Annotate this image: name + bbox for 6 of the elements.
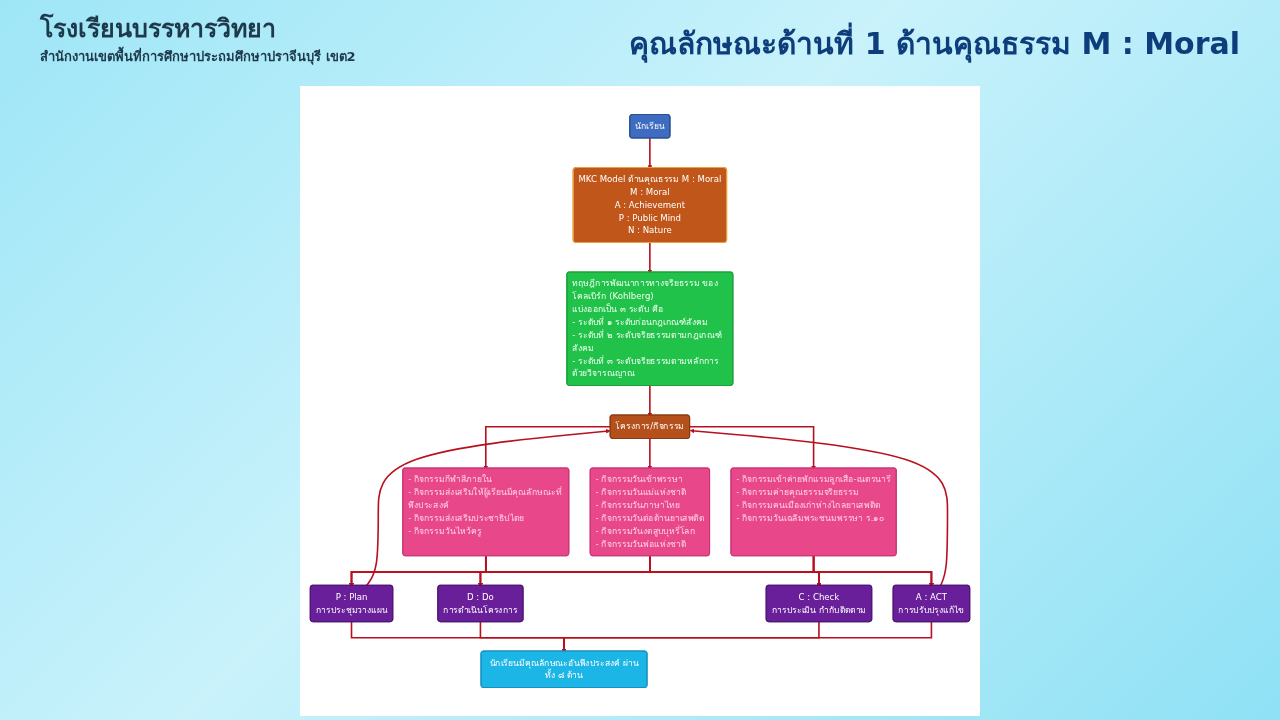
school-name: โรงเรียนบรรหารวิทยา: [40, 12, 277, 45]
title: คุณลักษณะด้านที่ 1 ด้านคุณธรรม M : Moral: [629, 20, 1240, 67]
district-office-name: สำนักงานเขตพื้นที่การศึกษาประถมศึกษาปราจีนบุรี เขต2: [40, 48, 356, 66]
diagram-panel: นักเรียน MKC Model ด้านคุณธรรม M : Moral M : Moral A : Achievement P : Public Mind N : Nature ทฤษฎีการพัฒนาการทางจริยธรรม ของโคลเบิร์ก (Kohlberg) แบ่งออกเป็น ๓ ระดับ คือ - ระดับที่ ๑ ระดับก่อนกฎเกณฑ์สังคม - ระดับที่ ๒ ระดับจริยธรรมตามกฎเกณฑ์สังคม - ระดับที่ ๓ ระดับจริยธรรมตามหลักการด้วยวิจารณญาณ โครงการ/กิจกรรม - กิจกรรมกีฬาสีภายใน - กิจกรรมส่งเสริมให้ผู้เรียนมีคุณลักษณะที่พึงประสงค์ - กิจกรรมส่งเสริมประชาธิปไตย - กิจกรรมวันไหว้ครู - กิจกรรมวันเข้าพรรษา - กิจกรรมวันแม่แห่งชาติ - กิจกรรมวันภาษาไทย - กิจกรรมวันต่อต้านยาเสพติด - กิจกรรมวันงดสูบบุหรี่โลก - กิจกรรมวันพ่อแห่งชาติ - กิจกรรมเข้าค่ายพักแรมลูกเสือ-เนตรนารี - กิจกรรมค่ายคุณธรรมจริยธรรม - กิจกรรมคนเมืองเก่าห่างไกลยาเสพติด - กิจกรรมวันเฉลิมพระชนมพรรษา ร.๑๐ P : Plan การประชุมวางแผน D : Do การดำเนินโครงการ C : Check การประเมิน กำกับติดตาม A : ACT การปรับปรุงแก้ไข นักเรียนมีคุณลักษณะอันพึงประสงค์ ผ่านทั้ง ๘ ด้าน: [300, 86, 980, 716]
arrow: [689, 428, 949, 587]
arrow: [365, 428, 611, 587]
